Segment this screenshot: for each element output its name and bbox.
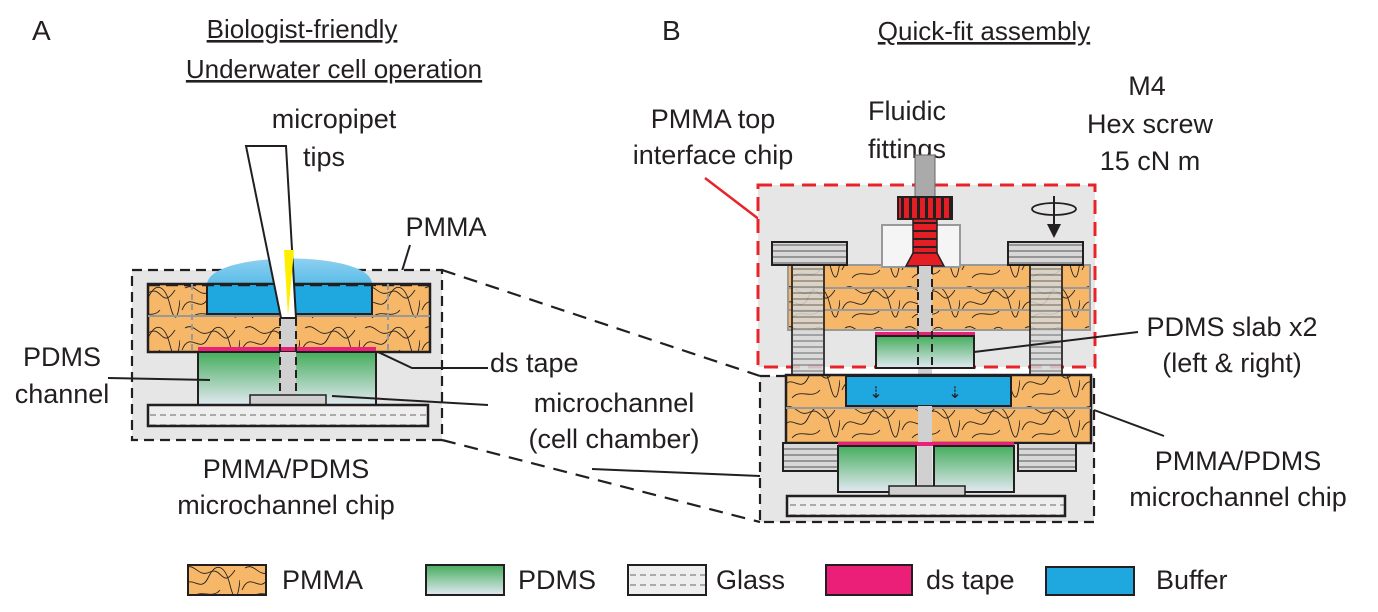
pmma-label: PMMA — [406, 212, 487, 242]
panel-a: A Biologist-friendly Underwater cell ope… — [15, 14, 700, 520]
screw-label-line1: M4 — [1128, 71, 1166, 101]
fitting-tube — [914, 154, 936, 201]
panel-b: B Quick-fit assembly PMMA top interface … — [633, 15, 1347, 524]
pdms-slab-label-line2: (left & right) — [1162, 348, 1302, 378]
microchannel-a — [249, 394, 327, 406]
chip-b-label-line2: microchannel chip — [1129, 482, 1347, 512]
legend-swatch-glass — [627, 564, 707, 596]
glass-slide-a — [146, 403, 430, 428]
legend-label-pdms: PDMS — [518, 565, 596, 595]
panel-b-letter: B — [662, 15, 681, 46]
microchannel-label-line1: microchannel — [534, 388, 695, 418]
ds-tape-top — [875, 332, 975, 336]
legend-swatch-pdms — [425, 564, 505, 596]
zoom-line-bottom — [441, 438, 761, 524]
ds-tape-a — [198, 347, 376, 352]
micropipet-tip — [244, 145, 298, 319]
microchannel-b — [888, 485, 966, 497]
fitting-thread — [912, 218, 938, 254]
down-arrow-icon — [1047, 224, 1061, 238]
pdms-slab-label-line1: PDMS slab x2 — [1146, 312, 1317, 342]
pdms-channel-b-left — [837, 445, 917, 493]
nut-right — [1017, 442, 1077, 472]
nut-left — [782, 442, 842, 472]
screw-head-right — [1007, 241, 1084, 266]
legend: PMMA PDMS Glass ds tape Buffer — [187, 564, 1228, 596]
legend-label-glass: Glass — [716, 565, 785, 595]
down-arrow-icon: ⇣ — [948, 385, 961, 402]
screw-head-left — [771, 241, 848, 266]
ds-tape-label: ds tape — [490, 348, 579, 378]
cell-chamber-leader-b — [591, 468, 761, 477]
top-chip-leader — [704, 177, 761, 221]
panel-b-title: Quick-fit assembly — [878, 16, 1090, 46]
legend-label-ds-tape: ds tape — [926, 565, 1015, 595]
microchannel-label-line2: (cell chamber) — [528, 424, 699, 454]
fitting-cone — [904, 252, 946, 267]
legend-swatch-buffer — [1045, 566, 1135, 596]
zoom-line-top — [441, 268, 761, 378]
fitting-knob — [897, 196, 953, 220]
chip-a-label-line2: microchannel chip — [177, 490, 395, 520]
pdms-label-line1: PDMS — [23, 342, 101, 372]
legend-label-pmma: PMMA — [282, 565, 363, 595]
microchannel-leader — [331, 395, 489, 406]
pdms-channel-b-right — [933, 445, 1015, 493]
legend-swatch-pmma — [187, 564, 267, 596]
pdms-label-line2: channel — [15, 379, 110, 409]
pipet-liquid — [284, 250, 294, 316]
panel-a-title-line1: Biologist-friendly — [207, 14, 398, 44]
top-chip-label-line1: PMMA top — [651, 104, 776, 134]
buffer-reservoir — [845, 375, 1012, 407]
pdms-slab-leader — [973, 331, 1139, 353]
down-arrow-icon: ⇣ — [869, 385, 882, 402]
chip-b-label-line1: PMMA/PDMS — [1155, 446, 1322, 476]
screw-label-line3: 15 cN m — [1100, 146, 1201, 176]
panel-a-letter: A — [32, 15, 51, 46]
chip-a-label-line1: PMMA/PDMS — [203, 454, 370, 484]
glass-slide-b — [785, 494, 1067, 518]
ds-tape-leader — [377, 351, 488, 369]
pdms-leader — [107, 377, 211, 381]
fittings-label-line1: Fluidic — [868, 96, 946, 126]
screw-label-line2: Hex screw — [1087, 109, 1214, 139]
legend-swatch-ds-tape — [825, 564, 913, 596]
pdms-slab-top — [875, 335, 975, 369]
micropipet-label-line2: tips — [303, 142, 345, 172]
inlet-shaft-lower — [280, 352, 296, 396]
micropipet-label-line1: micropipet — [272, 104, 397, 134]
chip-b-leader — [1093, 409, 1165, 437]
ds-tape-bottom — [838, 442, 1014, 446]
top-chip-label-line2: interface chip — [633, 140, 794, 170]
legend-label-buffer: Buffer — [1156, 565, 1228, 595]
panel-a-title-line2: Underwater cell operation — [186, 54, 482, 84]
